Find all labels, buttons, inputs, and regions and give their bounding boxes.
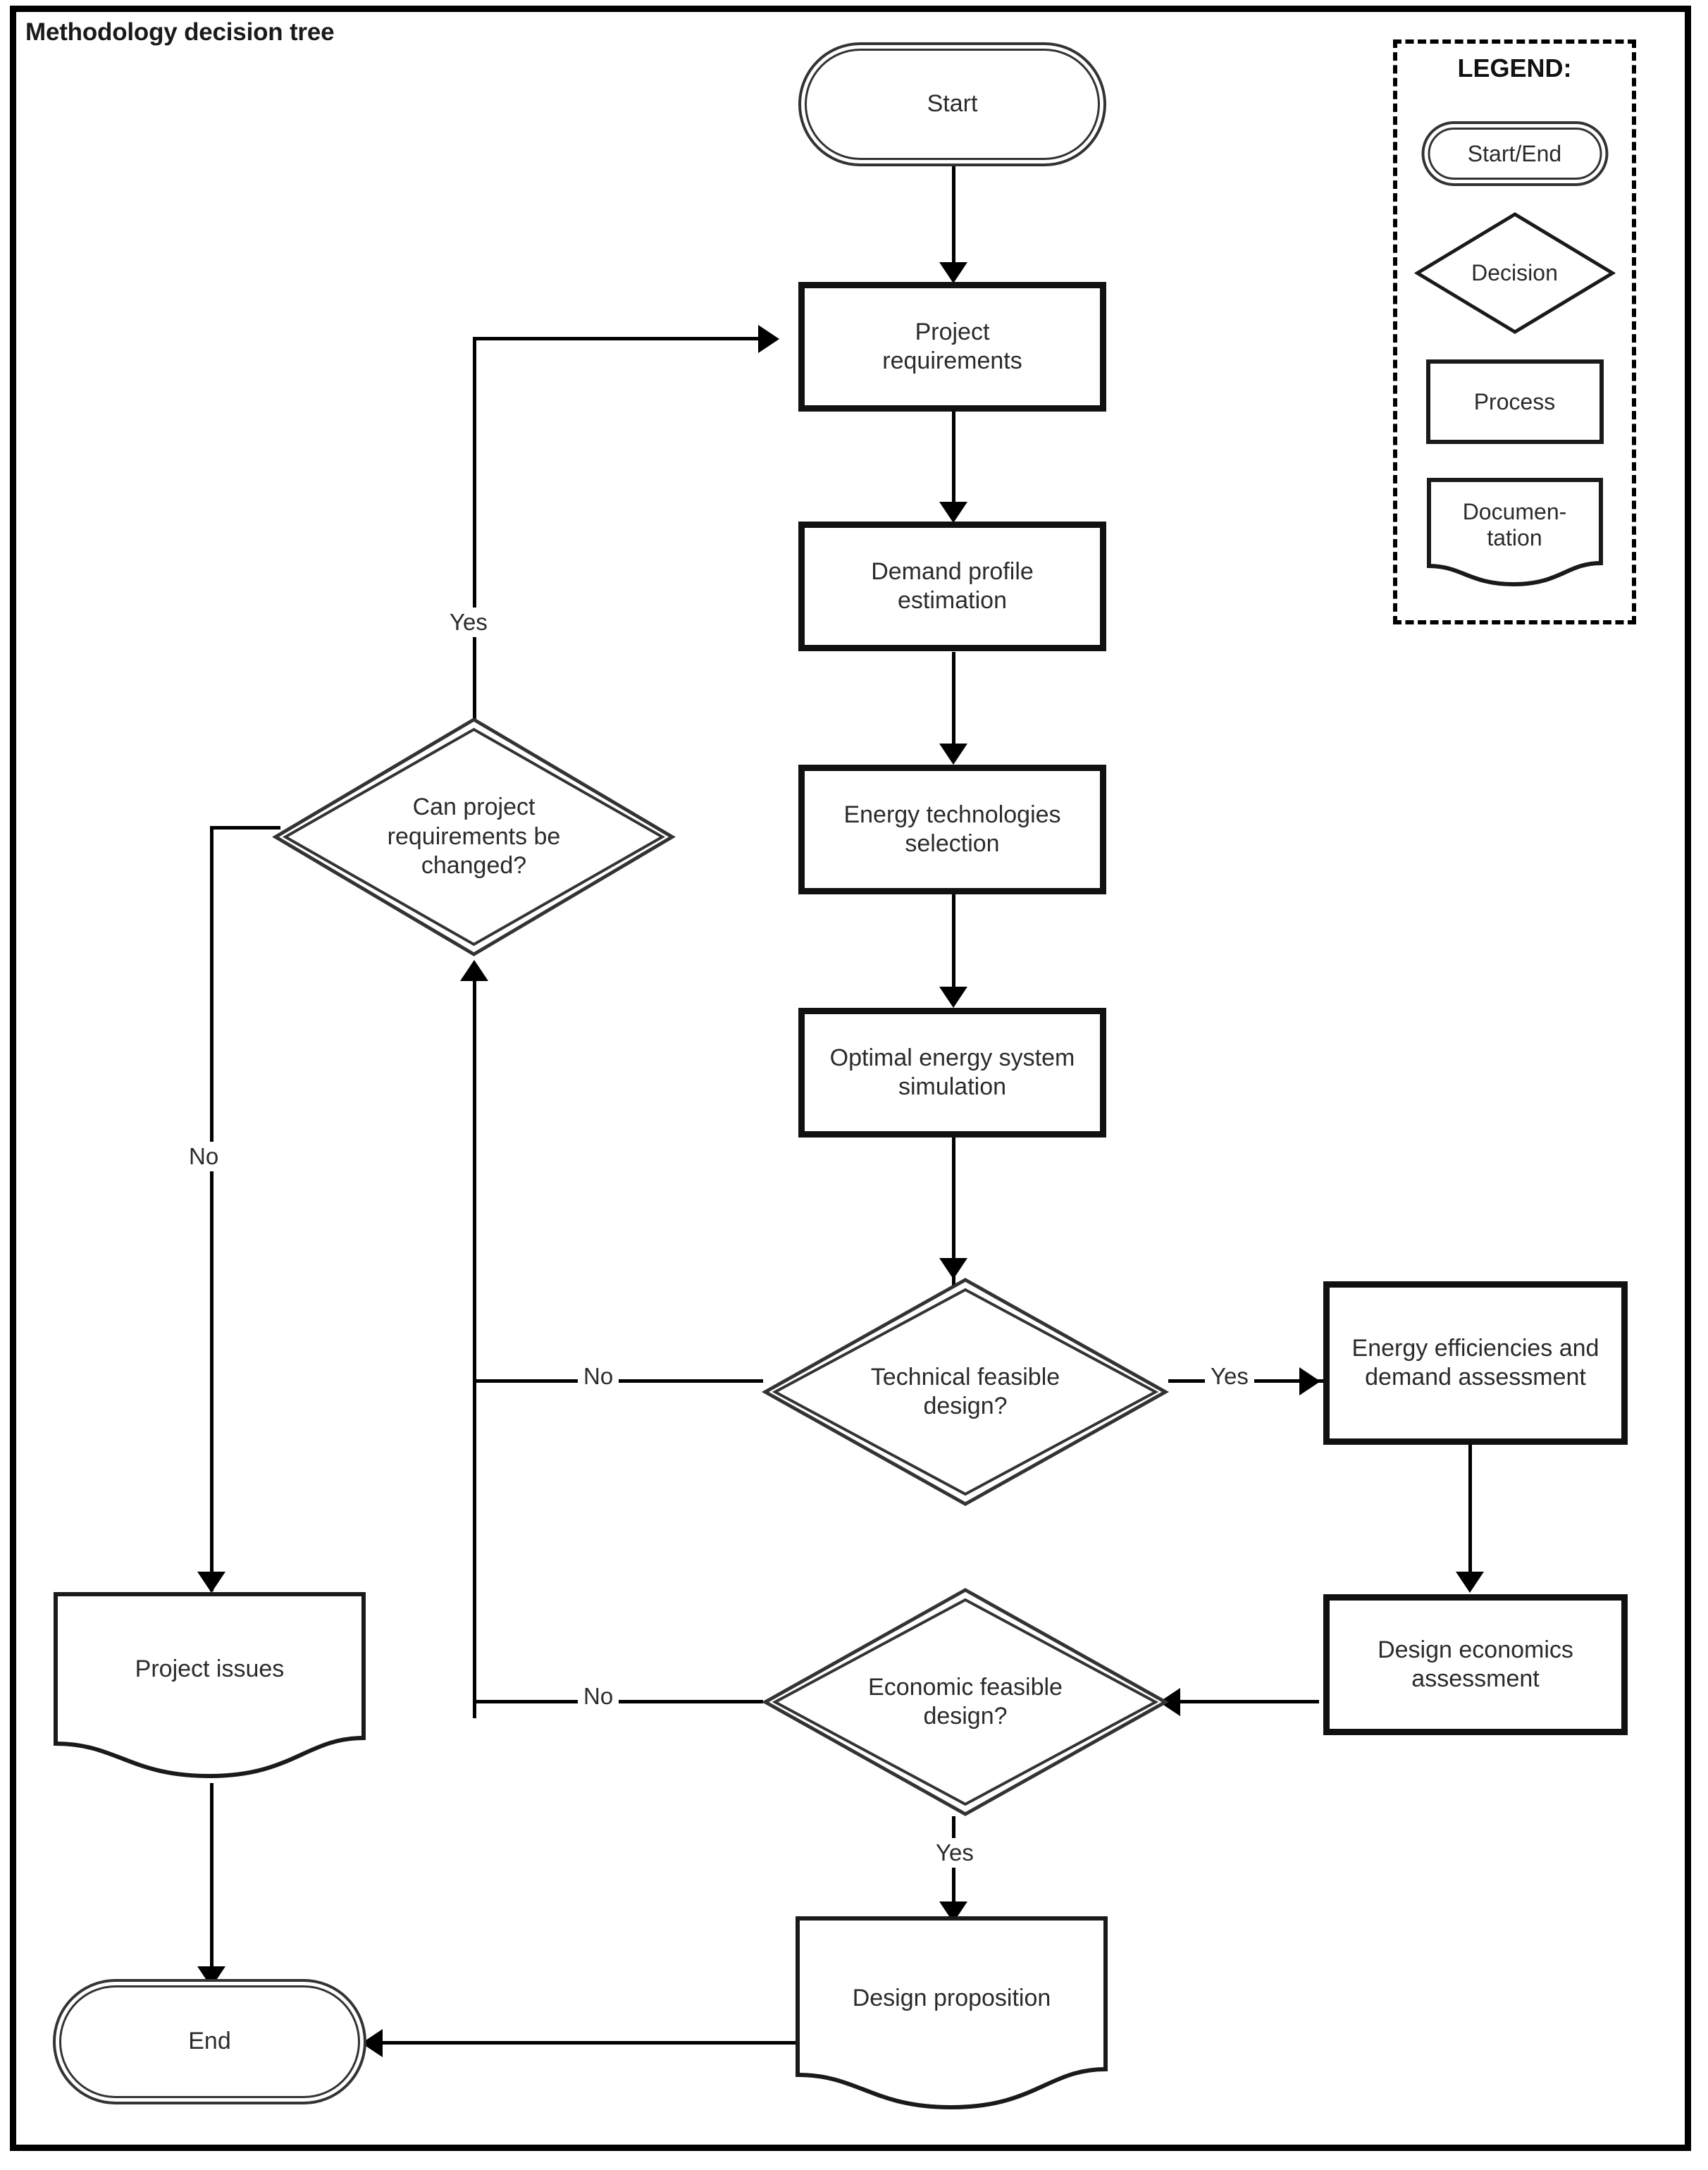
- diamond-shape: [1414, 212, 1615, 334]
- node-design-economics[interactable]: Design economics assessment: [1323, 1594, 1628, 1735]
- document-shape: [1426, 478, 1603, 587]
- connector-start-to-requirements: [952, 164, 955, 269]
- connector-energyeff-to-designecon: [1468, 1445, 1472, 1586]
- node-design-economics-label: Design economics assessment: [1378, 1636, 1573, 1692]
- node-project-issues-label: Project issues: [135, 1656, 285, 1683]
- node-project-requirements[interactable]: Project requirements: [798, 282, 1106, 412]
- node-energy-efficiencies[interactable]: Energy efficiencies and demand assessmen…: [1323, 1281, 1628, 1445]
- connector-canchange-yes-vertical: [473, 337, 476, 721]
- node-end[interactable]: End: [53, 1979, 366, 2104]
- legend-box: LEGEND: Start/End Decision Process Docum…: [1393, 39, 1636, 624]
- page-title: Methodology decision tree: [25, 18, 335, 46]
- arrowhead-designecon-top: [1456, 1572, 1484, 1593]
- connector-energytech-to-optimalsim: [952, 894, 955, 1003]
- node-project-issues[interactable]: Project issues: [53, 1591, 366, 1782]
- diamond-shape: [761, 1588, 1170, 1816]
- connector-projectissues-to-end: [210, 1783, 214, 1980]
- connector-demand-to-energytech: [952, 652, 955, 758]
- node-start[interactable]: Start: [798, 42, 1106, 166]
- node-optimal-simulation[interactable]: Optimal energy system simulation: [798, 1008, 1106, 1138]
- connector-canchange-yes-horizontal: [473, 337, 776, 340]
- document-shape: [54, 1592, 366, 1779]
- node-project-requirements-label: Project requirements: [882, 318, 1022, 374]
- node-technical-feasible-label: Technical feasible design?: [870, 1363, 1060, 1419]
- node-economic-feasible[interactable]: Economic feasible design?: [761, 1586, 1170, 1818]
- connector-canchange-no-vertical: [210, 826, 214, 1591]
- legend-item-start-end-label: Start/End: [1467, 140, 1562, 166]
- arrowhead-energyeff-left: [1299, 1367, 1320, 1395]
- edge-label-canchange-yes: Yes: [444, 608, 493, 637]
- node-energy-efficiencies-label: Energy efficiencies and demand assessmen…: [1351, 1334, 1599, 1391]
- arrowhead-energytech-top: [939, 744, 967, 765]
- connector-optimalsim-to-technical: [952, 1137, 955, 1288]
- legend-item-documentation: Documen- tation: [1426, 477, 1604, 590]
- edge-label-economic-no: No: [578, 1682, 619, 1711]
- node-economic-feasible-label: Economic feasible design?: [868, 1673, 1063, 1730]
- arrowhead-demand-top: [939, 502, 967, 523]
- node-can-change-requirements-label: Can project requirements be changed?: [387, 794, 561, 880]
- node-design-proposition[interactable]: Design proposition: [795, 1916, 1108, 2113]
- legend-item-start-end: Start/End: [1421, 121, 1608, 186]
- connector-designprop-to-end: [380, 2041, 796, 2045]
- connector-middle-riser: [473, 980, 476, 1718]
- edge-label-economic-yes: Yes: [930, 1838, 979, 1868]
- legend-item-process-label: Process: [1473, 388, 1556, 414]
- diamond-shape: [761, 1278, 1170, 1506]
- arrowhead-projectissues-top: [197, 1572, 225, 1593]
- legend-item-documentation-label: Documen- tation: [1462, 499, 1567, 550]
- node-demand-profile-label: Demand profile estimation: [871, 557, 1034, 614]
- arrowhead-technical-top: [939, 1258, 967, 1279]
- legend-item-process: Process: [1425, 359, 1604, 444]
- node-technical-feasible[interactable]: Technical feasible design?: [761, 1276, 1170, 1508]
- legend-title: LEGEND:: [1457, 54, 1572, 82]
- node-end-label: End: [188, 2028, 231, 2055]
- node-demand-profile[interactable]: Demand profile estimation: [798, 522, 1106, 651]
- edge-label-technical-no: No: [578, 1362, 619, 1391]
- edge-label-technical-yes: Yes: [1205, 1362, 1254, 1391]
- arrowhead-optimalsim-top: [939, 987, 967, 1008]
- node-energy-technologies-label: Energy technologies selection: [843, 801, 1061, 857]
- legend-item-decision-label: Decision: [1471, 260, 1558, 286]
- node-design-proposition-label: Design proposition: [852, 1985, 1051, 2012]
- document-shape: [796, 1916, 1108, 2110]
- connector-designecon-to-economic: [1178, 1700, 1319, 1703]
- diamond-shape: [272, 717, 676, 956]
- node-energy-technologies[interactable]: Energy technologies selection: [798, 765, 1106, 894]
- node-optimal-simulation-label: Optimal energy system simulation: [829, 1044, 1075, 1100]
- arrowhead-canchange-bottom: [460, 960, 488, 981]
- connector-requirements-to-demand: [952, 409, 955, 514]
- arrowhead-requirements-top: [939, 262, 967, 283]
- node-start-label: Start: [927, 90, 978, 118]
- arrowhead-requirements-left: [758, 325, 779, 353]
- legend-item-decision: Decision: [1414, 211, 1615, 335]
- edge-label-canchange-no: No: [183, 1142, 225, 1171]
- node-can-change-requirements[interactable]: Can project requirements be changed?: [271, 715, 676, 958]
- connector-canchange-no-horizontal: [210, 826, 280, 830]
